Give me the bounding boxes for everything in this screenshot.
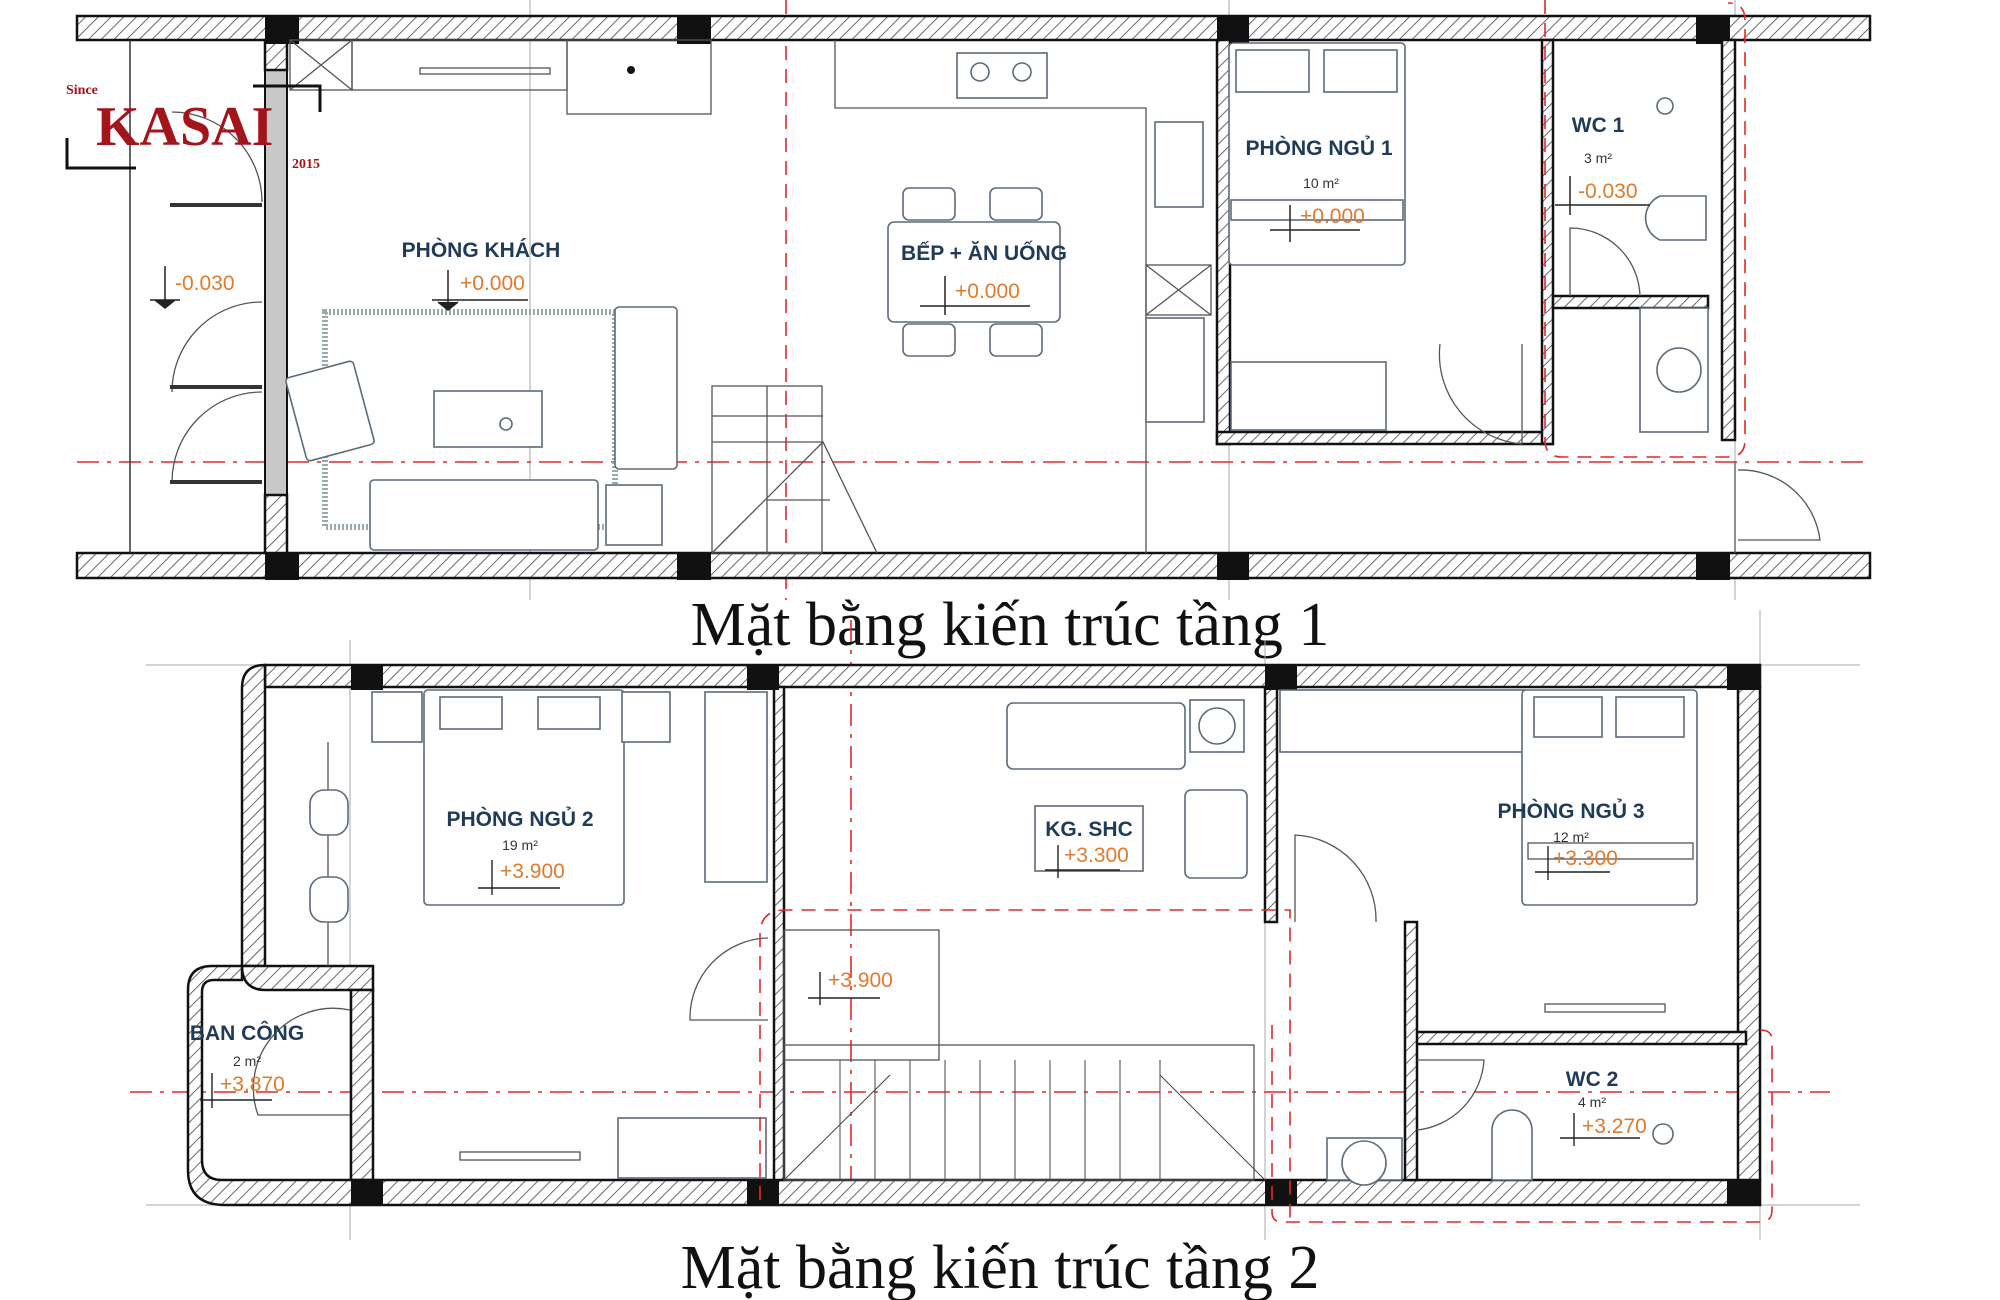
level-stair: +3.900: [828, 969, 893, 992]
room-label-family: KG. SHC: [1045, 818, 1133, 841]
area-wc2: 4 m²: [1578, 1094, 1606, 1110]
room-label-balcony: BAN CÔNG: [190, 1021, 304, 1045]
room-label-bedroom3: PHÒNG NGỦ 3: [1497, 799, 1644, 823]
floor-1-title: Mặt bằng kiến trúc tầng 1: [691, 591, 1330, 659]
area-bedroom1: 10 m²: [1303, 175, 1339, 191]
room-label-bedroom2: PHÒNG NGỦ 2: [446, 807, 593, 831]
level-living: +0.000: [460, 272, 525, 295]
svg-text:KASAI: KASAI: [96, 96, 273, 158]
area-bedroom2: 19 m²: [502, 837, 538, 853]
floor-1-plan: -0.030 PHÒNG KHÁCH +0.000 BẾP + ĂN UỐNG …: [75, 0, 1872, 600]
svg-text:-0.030: -0.030: [175, 272, 235, 295]
room-label-bedroom1: PHÒNG NGỦ 1: [1245, 136, 1392, 160]
kg-shc-label-box: [1034, 805, 1144, 872]
floor-2-title: Mặt bằng kiến trúc tầng 2: [681, 1234, 1320, 1300]
level-bedroom3: +3.300: [1553, 847, 1618, 870]
kasai-logo: Since KASAI 2015: [65, 83, 322, 172]
entrance-level: -0.030: [150, 266, 235, 309]
room-label-wc2: WC 2: [1566, 1068, 1619, 1091]
room-label-wc1: WC 1: [1572, 114, 1625, 137]
level-kitchen: +0.000: [955, 280, 1020, 303]
dining-table: [887, 221, 1061, 323]
area-bedroom3: 12 m²: [1553, 829, 1589, 845]
level-family: +3.300: [1064, 844, 1129, 867]
room-label-living: PHÒNG KHÁCH: [402, 238, 561, 262]
level-wc2: +3.270: [1582, 1115, 1647, 1138]
level-wc1: -0.030: [1578, 180, 1638, 203]
svg-text:Since: Since: [66, 83, 98, 98]
floor-2-plan: PHÒNG NGỦ 2 19 m² +3.900 BAN CÔNG 2 m² +…: [130, 610, 1860, 1240]
level-bedroom2: +3.900: [500, 860, 565, 883]
level-bedroom1: +0.000: [1300, 205, 1365, 228]
svg-text:2015: 2015: [292, 157, 320, 172]
area-wc1: 3 m²: [1584, 150, 1612, 166]
level-balcony: +3.870: [220, 1073, 285, 1096]
bottom-wall: [75, 551, 1872, 580]
top-wall: [75, 14, 1872, 42]
area-balcony: 2 m²: [233, 1053, 261, 1069]
room-label-kitchen: BẾP + ĂN UỐNG: [901, 241, 1067, 265]
wc-zone-outline: [1544, 0, 1746, 458]
